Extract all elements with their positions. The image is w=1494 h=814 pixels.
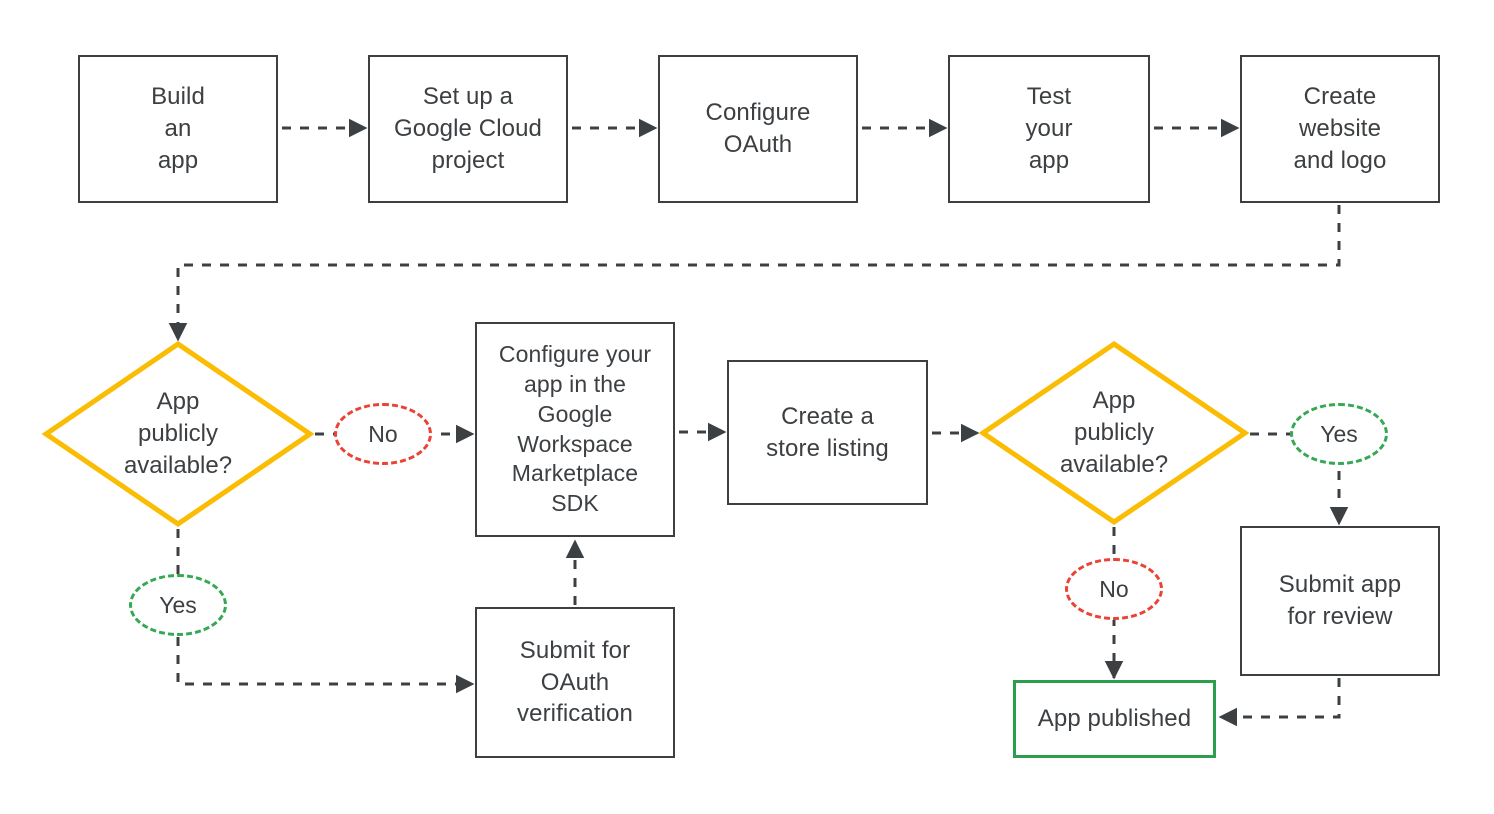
node-create-website-and-logo-label: Create website and logo — [1293, 83, 1387, 174]
node-build-an-app-label: Build an app — [151, 83, 205, 174]
node-submit-for-oauth-verification[interactable]: Submit for OAuth verification — [475, 607, 675, 758]
edge-label-decision2-no-text: No — [1099, 575, 1129, 602]
node-create-a-store-listing[interactable]: Create a store listing — [727, 360, 928, 505]
node-test-your-app[interactable]: Test your app — [948, 55, 1150, 203]
edge-label-decision1-no: No — [334, 403, 432, 465]
node-set-up-google-cloud-project[interactable]: Set up a Google Cloud project — [368, 55, 568, 203]
edge-website-to-decision1 — [168, 205, 1341, 342]
node-submit-app-for-review-label: Submit app for review — [1278, 571, 1402, 630]
edge-label-decision2-no: No — [1065, 558, 1163, 620]
node-decision-app-publicly-available-1[interactable]: App publicly available? — [41, 340, 315, 528]
node-decision-app-publicly-available-2[interactable]: App publicly available? — [978, 340, 1250, 526]
diamond-shape-2 — [978, 340, 1250, 526]
node-app-published[interactable]: App published — [1013, 680, 1216, 758]
node-submit-for-oauth-verification-label: Submit for OAuth verification — [517, 636, 633, 728]
node-set-up-google-cloud-project-label: Set up a Google Cloud project — [394, 83, 542, 174]
node-create-a-store-listing-label: Create a store listing — [766, 402, 889, 462]
node-configure-app-marketplace-sdk-label: Configure your app in the Google Workspa… — [498, 340, 652, 517]
node-create-website-and-logo[interactable]: Create website and logo — [1240, 55, 1440, 203]
node-test-your-app-label: Test your app — [1025, 83, 1073, 174]
edge-label-decision1-no-text: No — [368, 420, 398, 447]
node-build-an-app[interactable]: Build an app — [78, 55, 278, 203]
edge-label-decision1-yes-text: Yes — [159, 591, 197, 618]
edge-label-decision1-yes: Yes — [129, 574, 227, 636]
node-configure-oauth-label: Configure OAuth — [705, 99, 811, 158]
edge-label-decision2-yes: Yes — [1290, 403, 1388, 465]
node-configure-app-marketplace-sdk[interactable]: Configure your app in the Google Workspa… — [475, 322, 675, 537]
edge-review-to-published — [1218, 678, 1341, 727]
diamond-shape-1 — [41, 340, 315, 528]
node-configure-oauth[interactable]: Configure OAuth — [658, 55, 858, 203]
edge-label-decision2-yes-text: Yes — [1320, 420, 1358, 447]
node-submit-app-for-review[interactable]: Submit app for review — [1240, 526, 1440, 676]
node-app-published-label: App published — [1037, 705, 1192, 733]
